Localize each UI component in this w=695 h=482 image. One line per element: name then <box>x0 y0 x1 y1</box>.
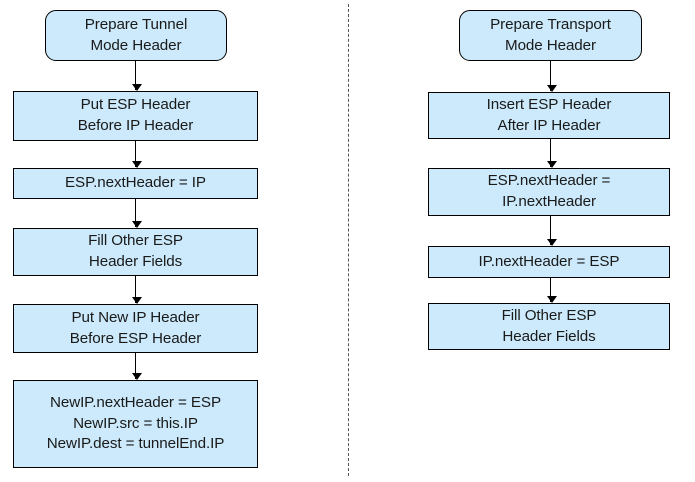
node-tunnel-esp-nextheader[interactable]: ESP.nextHeader = IP <box>13 168 258 199</box>
node-transport-start[interactable]: Prepare Transport Mode Header <box>459 10 642 61</box>
arrow-tunnel-fill-other-to-put-new-ip <box>131 276 142 304</box>
arrow-transport-esp-nextheader-to-ip-nextheader <box>546 216 557 246</box>
node-tunnel-put-esp-header[interactable]: Put ESP Header Before IP Header <box>13 91 258 141</box>
node-transport-insert-esp-header[interactable]: Insert ESP Header After IP Header <box>428 92 670 139</box>
node-tunnel-newip-fields[interactable]: NewIP.nextHeader = ESP NewIP.src = this.… <box>13 380 258 468</box>
node-transport-ip-nextheader[interactable]: IP.nextHeader = ESP <box>428 246 670 278</box>
node-tunnel-fill-other-esp[interactable]: Fill Other ESP Header Fields <box>13 228 258 276</box>
arrow-tunnel-nextheader-to-fill-other <box>131 199 142 228</box>
column-divider <box>348 4 349 476</box>
arrow-transport-insert-esp-to-esp-nextheader <box>546 139 557 168</box>
arrow-transport-start-to-insert-esp <box>546 61 557 92</box>
node-tunnel-put-new-ip-header[interactable]: Put New IP Header Before ESP Header <box>13 304 258 353</box>
arrow-transport-ip-nextheader-to-fill-other <box>546 278 557 303</box>
node-transport-esp-nextheader[interactable]: ESP.nextHeader = IP.nextHeader <box>428 168 670 216</box>
node-tunnel-start[interactable]: Prepare Tunnel Mode Header <box>45 10 227 61</box>
node-transport-fill-other-esp[interactable]: Fill Other ESP Header Fields <box>428 303 670 350</box>
arrow-tunnel-put-new-ip-to-newip-fields <box>131 353 142 380</box>
arrow-tunnel-start-to-put-esp <box>131 61 142 91</box>
arrow-tunnel-put-esp-to-nextheader <box>131 141 142 168</box>
